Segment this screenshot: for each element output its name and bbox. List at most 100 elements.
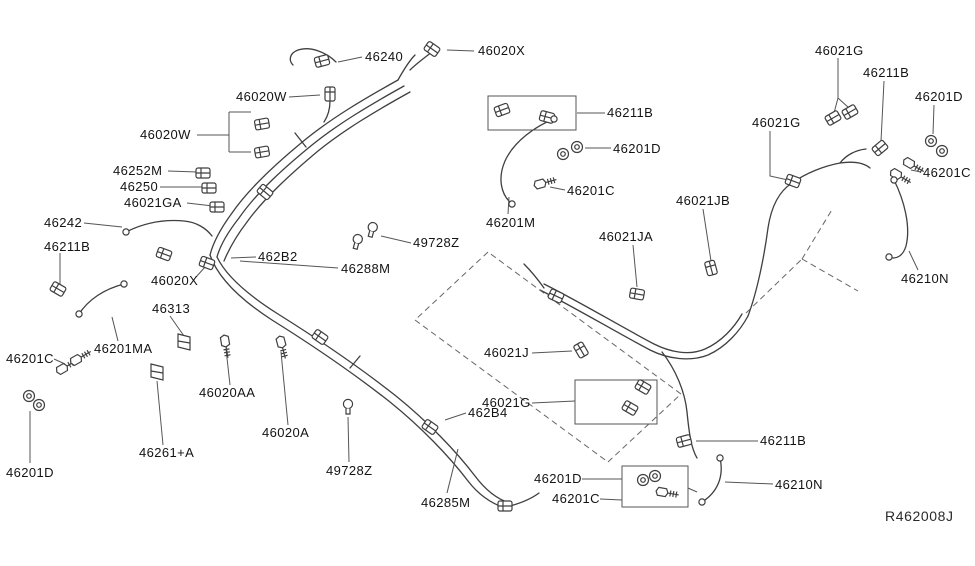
grommet-49728z-top-a-icon (350, 232, 365, 251)
part-label-46021g-center: 46021G (482, 395, 531, 410)
fitting-46210n-bottom-a-icon (716, 454, 724, 462)
part-label-46021ja: 46021JA (599, 229, 654, 244)
washer-46201d-tc-b-icon (570, 140, 584, 154)
clip-46021j-icon (572, 340, 590, 360)
part-label-46021g-rightmid: 46021G (752, 115, 801, 130)
part-label-46201d-left: 46201D (6, 465, 54, 480)
part-label-46021j: 46021J (484, 345, 530, 360)
part-label-46201ma: 46201MA (94, 341, 153, 356)
part-label-46201d-bottom: 46201D (534, 471, 582, 486)
part-label-46020w-top: 46020W (236, 89, 287, 104)
clip-46211b-left-icon (48, 280, 68, 298)
clip-46020x-a-icon (155, 246, 173, 262)
washer-46201d-left-b-icon (32, 398, 46, 412)
connector-46250-icon (201, 182, 217, 194)
washer-46201d-bottom-a-icon (636, 473, 650, 487)
clip-46021jb-icon (703, 259, 719, 277)
fitting-46210n-bottom-b-icon (698, 498, 706, 506)
washer-46201d-tc-a-icon (556, 147, 570, 161)
part-label-46021g-topright: 46021G (815, 43, 864, 58)
clip-46021g-tr-b-icon (840, 103, 860, 121)
part-label-46201c-right: 46201C (923, 165, 971, 180)
part-label-46201c-topcenter: 46201C (567, 183, 615, 198)
hose-46210n-right (888, 179, 909, 259)
fitting-46210n-right-a-icon (890, 176, 898, 184)
part-label-46201c-left: 46201C (6, 351, 54, 366)
fitting-46201ma-b-icon (120, 280, 128, 288)
clip-46020w-a-icon (253, 117, 271, 131)
part-label-46201m: 46201M (486, 215, 536, 230)
bracket-46313-icon (177, 333, 191, 351)
part-label-46210n-bottom: 46210N (775, 477, 823, 492)
part-label-46211b-left: 46211B (44, 239, 91, 254)
bolt-46201c-bottom-icon (654, 486, 681, 500)
part-label-46201d-right: 46201D (915, 89, 963, 104)
washer-46201d-bottom-b-icon (648, 469, 662, 483)
clip-46021ga-icon (209, 201, 225, 213)
hose-46210n-bottom (701, 457, 722, 503)
part-label-46211b-topcenter: 46211B (607, 105, 654, 120)
clip-46021g-b-icon (620, 399, 640, 417)
clip-46020w-b-icon (253, 145, 271, 159)
part-label-46242: 46242 (44, 215, 83, 230)
part-label-462b2: 462B2 (258, 249, 298, 264)
part-label-462b4: 462B4 (468, 405, 508, 420)
connector-bundle-2-icon (310, 328, 330, 346)
clip-46021g-tr-a-icon (823, 109, 843, 127)
clip-46020x-b-icon (198, 255, 216, 271)
hose-46201ma (78, 283, 125, 315)
grommet-49728z-bottom-icon (342, 398, 354, 415)
part-label-49728z-top: 49728Z (413, 235, 460, 250)
connector-46020w-top-icon (324, 86, 336, 102)
clip-46211b-bottomright-icon (675, 433, 693, 449)
washer-46201d-left-a-icon (22, 389, 36, 403)
connector-bundle-1-icon (255, 183, 275, 201)
hose-46201m (500, 118, 555, 205)
bracket-46261a-icon (150, 363, 164, 381)
grommet-49728z-top-b-icon (365, 220, 380, 239)
bracket-boxes (59, 58, 850, 508)
bracket-46240-icon (313, 53, 331, 69)
connector-right-run-icon (546, 287, 566, 305)
part-label-46021jb: 46021JB (676, 193, 731, 208)
part-label-46261a: 46261+A (139, 445, 195, 460)
part-label-46201c-bottom: 46201C (552, 491, 600, 506)
part-label-46020x-left: 46020X (151, 273, 199, 288)
connector-bundle-end-icon (497, 500, 513, 512)
bolt-46020a-icon (274, 334, 290, 361)
fitting-46201m-b-icon (508, 200, 516, 208)
diagram-reference-code: R462008J (885, 508, 954, 524)
part-label-46021ga: 46021GA (124, 195, 182, 210)
washer-46201d-right-b-icon (935, 144, 949, 158)
clip-46021g-a-icon (633, 378, 653, 396)
part-label-46020a: 46020A (262, 425, 310, 440)
part-label-46285m: 46285M (421, 495, 471, 510)
bolt-46020aa-icon (219, 333, 233, 360)
part-label-46288m: 46288M (341, 261, 391, 276)
clip-46211b-right-icon (870, 139, 890, 157)
part-label-46250: 46250 (120, 179, 159, 194)
part-label-46252m: 46252M (113, 163, 163, 178)
bolt-46201c-left-b-icon (68, 347, 94, 368)
clip-46252m-icon (195, 167, 211, 179)
part-label-46211b-right: 46211B (863, 65, 910, 80)
washer-46201d-right-a-icon (924, 134, 938, 148)
fitting-46242-icon (122, 228, 130, 236)
part-label-46211b-bottomright: 46211B (760, 433, 807, 448)
dashed-region-lines (414, 207, 859, 463)
part-label-46210n-right: 46210N (901, 271, 949, 286)
part-label-49728z-bottom: 49728Z (326, 463, 373, 478)
fitting-46201m-a-icon (550, 115, 558, 123)
fitting-46201ma-a-icon (75, 310, 83, 318)
part-label-46201d-topcenter: 46201D (613, 141, 661, 156)
clip-46211b-tc-a-icon (493, 102, 511, 118)
fitting-46210n-right-b-icon (885, 253, 893, 261)
part-label-46313: 46313 (152, 301, 191, 316)
connector-46020x-top-icon (422, 40, 442, 58)
part-label-46020w-left: 46020W (140, 127, 191, 142)
clip-46021ja-icon (628, 287, 646, 301)
part-label-46020x-top: 46020X (478, 43, 526, 58)
part-label-46020aa: 46020AA (199, 385, 256, 400)
